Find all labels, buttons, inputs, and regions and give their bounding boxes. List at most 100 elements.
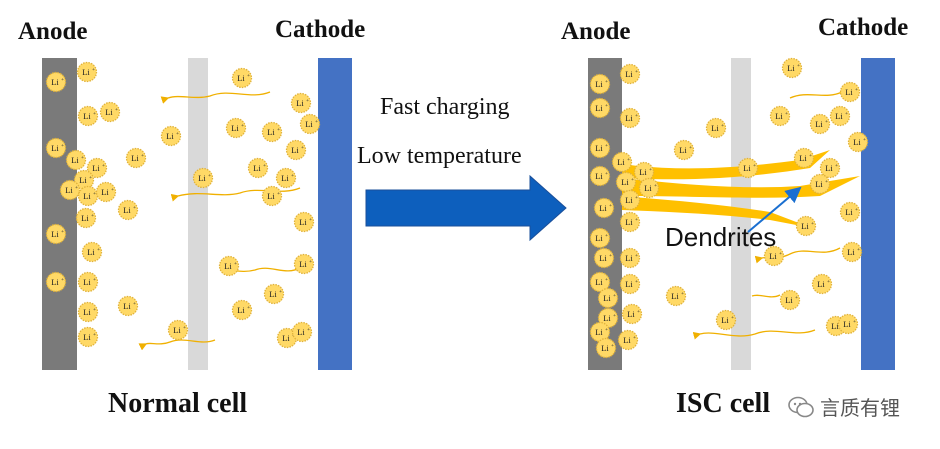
svg-text:Li: Li: [224, 261, 232, 271]
svg-text:Li: Li: [743, 163, 751, 173]
svg-text:Li: Li: [627, 309, 635, 319]
svg-text:+: +: [635, 279, 638, 285]
li-ion: Li+: [847, 131, 869, 153]
li-ion: Li+: [793, 147, 815, 169]
li-ion: Li+: [86, 157, 108, 179]
svg-text:Li: Li: [83, 191, 91, 201]
svg-text:Li: Li: [801, 221, 809, 231]
li-ion: Li+: [619, 211, 641, 233]
svg-text:+: +: [609, 203, 612, 209]
svg-text:+: +: [605, 103, 608, 109]
svg-text:+: +: [301, 145, 304, 151]
svg-text:Li: Li: [51, 143, 59, 153]
svg-text:+: +: [825, 119, 828, 125]
svg-text:Li: Li: [835, 111, 843, 121]
svg-text:+: +: [605, 277, 608, 283]
li-ion: Li+: [231, 67, 253, 89]
svg-text:Li: Li: [599, 203, 607, 213]
right-anode-label: Anode: [561, 18, 631, 45]
svg-text:Li: Li: [83, 277, 91, 287]
svg-text:+: +: [689, 145, 692, 151]
svg-text:+: +: [307, 327, 310, 333]
svg-text:+: +: [855, 207, 858, 213]
li-ion: Li+: [593, 197, 615, 219]
li-ion: Li+: [781, 57, 803, 79]
watermark-text: 言质有锂: [820, 396, 900, 420]
svg-text:+: +: [635, 217, 638, 223]
svg-text:+: +: [609, 253, 612, 259]
svg-text:Li: Li: [845, 207, 853, 217]
li-ion: Li+: [59, 179, 81, 201]
svg-text:Li: Li: [639, 167, 647, 177]
svg-text:Li: Li: [623, 335, 631, 345]
svg-text:Li: Li: [617, 157, 625, 167]
li-ion: Li+: [77, 326, 99, 348]
svg-text:Li: Li: [81, 213, 89, 223]
svg-text:Li: Li: [775, 111, 783, 121]
li-ion: Li+: [81, 241, 103, 263]
svg-text:+: +: [306, 98, 309, 104]
svg-text:+: +: [61, 277, 64, 283]
svg-text:Li: Li: [599, 253, 607, 263]
svg-text:Li: Li: [625, 217, 633, 227]
li-ion: Li+: [589, 271, 611, 293]
li-ion: Li+: [261, 185, 283, 207]
svg-text:+: +: [291, 173, 294, 179]
svg-text:Li: Li: [815, 119, 823, 129]
svg-text:+: +: [93, 111, 96, 117]
left-anode-plate: [42, 58, 77, 370]
li-ion: Li+: [809, 113, 831, 135]
li-ion: Li+: [839, 201, 861, 223]
svg-text:Li: Li: [123, 205, 131, 215]
svg-text:+: +: [811, 221, 814, 227]
svg-text:+: +: [208, 173, 211, 179]
svg-text:+: +: [81, 155, 84, 161]
li-ion: Li+: [638, 177, 660, 199]
left-ion-trails: [138, 91, 301, 351]
svg-text:+: +: [91, 213, 94, 219]
svg-text:+: +: [649, 167, 652, 173]
li-ion: Li+: [589, 227, 611, 249]
svg-text:+: +: [61, 77, 64, 83]
svg-text:+: +: [797, 63, 800, 69]
svg-text:Li: Li: [595, 79, 603, 89]
li-ion: Li+: [597, 287, 619, 309]
svg-text:+: +: [93, 191, 96, 197]
li-ion: Li+: [619, 107, 641, 129]
li-ion: Li+: [261, 121, 283, 143]
svg-text:+: +: [827, 279, 830, 285]
svg-text:Li: Li: [101, 187, 109, 197]
li-ion: Li+: [595, 337, 617, 359]
li-ion: Li+: [795, 215, 817, 237]
svg-text:+: +: [309, 217, 312, 223]
svg-text:Li: Li: [291, 145, 299, 155]
svg-text:+: +: [315, 119, 318, 125]
li-ion: Li+: [225, 117, 247, 139]
left-anode-label: Anode: [18, 18, 88, 45]
li-ion: Li+: [218, 255, 240, 277]
li-ion: Li+: [45, 223, 67, 245]
svg-text:+: +: [613, 313, 616, 319]
svg-text:Li: Li: [621, 177, 629, 187]
svg-text:Li: Li: [237, 73, 245, 83]
li-ion: Li+: [75, 207, 97, 229]
svg-text:+: +: [857, 247, 860, 253]
svg-text:+: +: [605, 171, 608, 177]
svg-text:+: +: [141, 153, 144, 159]
svg-text:Li: Li: [595, 327, 603, 337]
li-ion: Li+: [99, 101, 121, 123]
svg-text:+: +: [635, 253, 638, 259]
li-ion: Li+: [617, 329, 639, 351]
li-ion: Li+: [769, 105, 791, 127]
svg-text:Li: Li: [51, 77, 59, 87]
svg-text:Li: Li: [282, 333, 290, 343]
svg-text:Li: Li: [79, 175, 87, 185]
svg-text:+: +: [247, 305, 250, 311]
svg-text:Li: Li: [51, 277, 59, 287]
svg-text:Li: Li: [83, 332, 91, 342]
chat-bubble-icon: [788, 396, 814, 417]
li-ion: Li+: [77, 301, 99, 323]
li-ion: Li+: [619, 273, 641, 295]
li-ion: Li+: [45, 137, 67, 159]
li-ion: Li+: [809, 173, 831, 195]
